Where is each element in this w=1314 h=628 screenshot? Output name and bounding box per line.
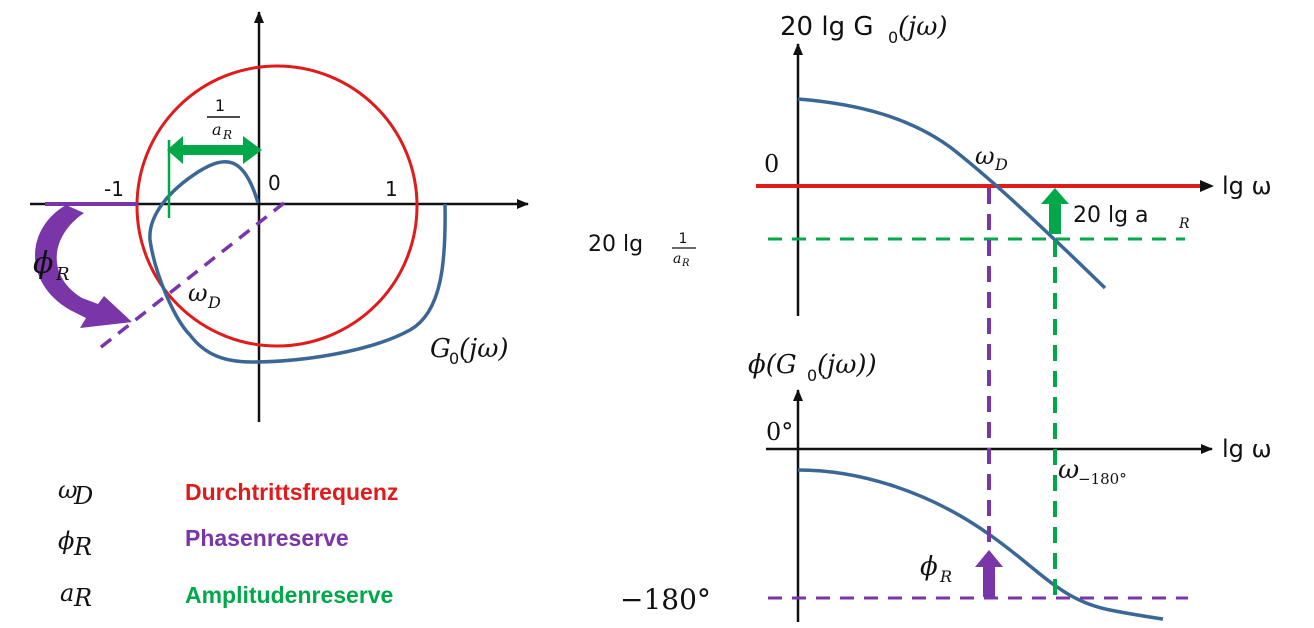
svg-text:0: 0 xyxy=(449,349,459,368)
minus-180-label: −180° xyxy=(620,583,711,616)
svg-text:ϕ(G: ϕ(G xyxy=(748,350,797,380)
phase-margin-dashed-line xyxy=(94,201,286,353)
svg-text:ϕ: ϕ xyxy=(33,246,53,281)
svg-text:D: D xyxy=(207,293,221,312)
bode-mag-ylabel: 20 lg G 0 (jω) xyxy=(780,12,948,47)
bode-phase-xlabel: lg ω xyxy=(1222,435,1272,463)
bode-phase-phi-r-label: ϕ R xyxy=(920,552,952,586)
svg-text:G: G xyxy=(430,334,451,364)
svg-text:a: a xyxy=(673,251,681,267)
svg-text:R: R xyxy=(73,584,92,612)
legend-row-a-r: a R Amplitudenreserve xyxy=(60,579,393,612)
svg-text:R: R xyxy=(73,533,92,561)
svg-text:20 lg G: 20 lg G xyxy=(780,12,874,42)
svg-text:R: R xyxy=(55,264,70,285)
svg-text:(jω)): (jω)) xyxy=(817,350,877,380)
gain-margin-arrow xyxy=(1041,188,1069,234)
omega-minus-180-label: ω −180° xyxy=(1058,455,1127,488)
svg-text:−180°: −180° xyxy=(1078,470,1127,488)
bode-mag-omega-d-label: ω D xyxy=(975,142,1008,174)
svg-text:R: R xyxy=(939,567,952,586)
svg-text:ω: ω xyxy=(975,142,995,170)
nyquist-plot: -1 0 1 1 a R ϕ R ω D G 0 (jω) xyxy=(30,11,529,422)
svg-text:a: a xyxy=(212,120,222,139)
bode-phase-curve xyxy=(797,468,1164,621)
bode-mag-xlabel: lg ω xyxy=(1222,172,1272,200)
fraction-one-over-aR: 1 a R xyxy=(207,96,240,142)
svg-text:D: D xyxy=(994,155,1008,174)
svg-text:(jω): (jω) xyxy=(459,334,509,364)
bode-mag-curve xyxy=(797,97,1107,290)
svg-text:R: R xyxy=(681,258,690,269)
nyquist-curve-label: G 0 (jω) xyxy=(430,334,509,368)
svg-text:ϕ: ϕ xyxy=(58,527,74,555)
svg-text:0: 0 xyxy=(807,366,817,385)
svg-text:ω: ω xyxy=(1058,455,1079,485)
omega-d-label: ω D xyxy=(188,279,221,312)
phi-r-label: ϕ R xyxy=(33,246,70,285)
svg-text:ω: ω xyxy=(188,279,208,307)
bode-mag-zero-label: 0 xyxy=(764,150,779,178)
gain-margin-double-arrow xyxy=(167,136,262,164)
label-minus-one: -1 xyxy=(104,177,124,201)
bode-mag-x-arrowhead xyxy=(1200,180,1214,192)
bode-phase-plot: ϕ(G 0 (jω)) 0° lg ω ω −180° ϕ R −180° xyxy=(620,350,1272,622)
legend-row-phi-r: ϕ R Phasenreserve xyxy=(58,525,349,561)
svg-text:1: 1 xyxy=(215,96,225,115)
bode-phase-ylabel: ϕ(G 0 (jω)) xyxy=(748,350,877,385)
svg-text:Durchtrittsfrequenz: Durchtrittsfrequenz xyxy=(185,479,398,505)
svg-text:R: R xyxy=(222,128,232,142)
svg-text:ω: ω xyxy=(58,476,78,504)
phase-margin-arc-arrow xyxy=(35,205,132,328)
svg-text:R: R xyxy=(1178,216,1190,232)
svg-text:a: a xyxy=(60,579,74,607)
svg-text:Phasenreserve: Phasenreserve xyxy=(185,525,349,551)
legend: ω D Durchtrittsfrequenz ϕ R Phasenreserv… xyxy=(58,476,398,612)
label-one: 1 xyxy=(385,177,398,201)
svg-text:Amplitudenreserve: Amplitudenreserve xyxy=(185,582,393,608)
svg-text:D: D xyxy=(73,482,93,510)
svg-text:1: 1 xyxy=(679,231,688,247)
label-origin: 0 xyxy=(268,171,281,195)
nyquist-curve xyxy=(148,159,447,364)
svg-text:20 lg a: 20 lg a xyxy=(1073,203,1149,228)
svg-text:(jω): (jω) xyxy=(898,12,948,42)
gain-margin-label: 20 lg a R xyxy=(1073,203,1190,232)
legend-row-omega-d: ω D Durchtrittsfrequenz xyxy=(58,476,398,510)
unit-circle xyxy=(135,64,419,348)
svg-text:ϕ: ϕ xyxy=(920,552,938,582)
left-gain-level-label: 20 lg 1 a R xyxy=(588,231,696,269)
phase-margin-arrow xyxy=(975,550,1003,597)
svg-text:0: 0 xyxy=(888,28,898,47)
bode-magnitude-plot: 20 lg G 0 (jω) 0 lg ω ω D 20 lg a R 20 l… xyxy=(588,12,1272,316)
bode-phase-zero-label: 0° xyxy=(766,418,793,446)
svg-text:20 lg: 20 lg xyxy=(588,232,643,257)
